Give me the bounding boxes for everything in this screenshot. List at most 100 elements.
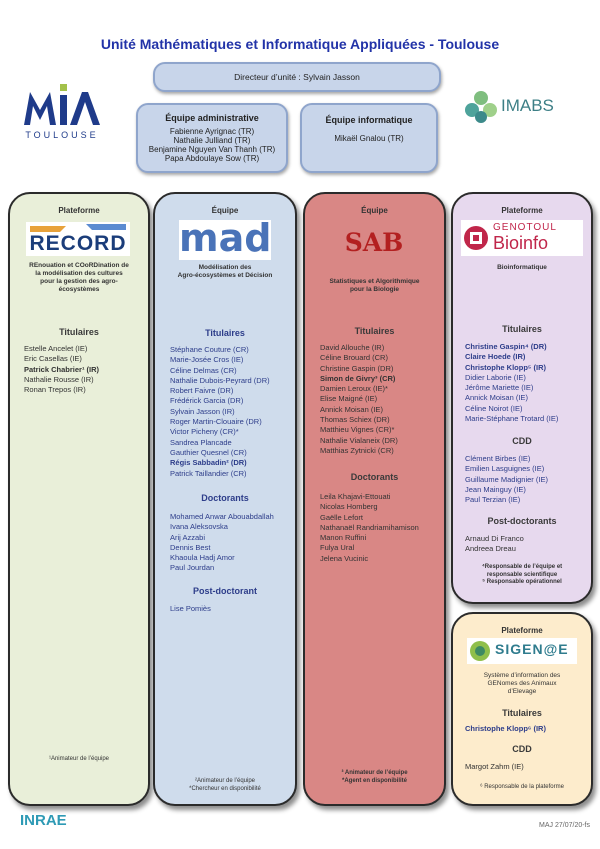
list-item: Jelena Vucinic	[320, 553, 369, 563]
record-logo-text: RECORD	[29, 232, 127, 255]
record-desc-line: pour la gestion des agro-	[40, 278, 118, 285]
mad-footnote-line: *Chercheur en disponibilité	[189, 785, 261, 792]
list-item: Fulya Ural	[320, 543, 355, 553]
genotoul-type: Plateforme	[501, 206, 543, 215]
sab-doctorants-list: Leila Khajavi-Ettouati Nicolas Homberg G…	[320, 492, 419, 564]
list-item: Marie-Stéphane Trotard (IE)	[465, 414, 559, 424]
info-member: Mikaël Gnalou (TR)	[334, 134, 404, 143]
list-item: Marie-Josée Cros (IE)	[170, 355, 244, 365]
mia-logo-graphic	[24, 84, 100, 125]
sab-logo: SAB	[339, 222, 409, 266]
mad-logo-text: mad	[179, 216, 272, 260]
list-item: Arnaud Di Franco	[465, 534, 524, 543]
sab-footnote: ³ Animateur de l’équipe *Agent en dispon…	[305, 770, 444, 785]
list-item: Damien Leroux (IE)*	[320, 384, 388, 394]
page-title: Unité Mathématiques et Informatique Appl…	[100, 36, 500, 52]
equipe-administrative-heading: Équipe administrative	[165, 113, 259, 123]
list-item: Dennis Best	[170, 542, 211, 552]
genotoul-footnote: ⁴Responsable de l’équipe et responsable …	[453, 564, 591, 587]
sigenae-column: Plateforme SIGEN@E Système d’information…	[451, 612, 593, 806]
genotoul-footnote-line: ⁴Responsable de l’équipe et	[481, 564, 563, 570]
record-desc-line: REnouation et COoRDination de	[29, 262, 129, 269]
mad-type: Équipe	[211, 206, 239, 215]
mad-column: Équipe mad Modélisation des Agro-écosyst…	[153, 192, 297, 806]
list-item: Annick Moisan (IE)	[465, 393, 528, 403]
list-item: Christine Gaspin (DR)	[320, 363, 394, 373]
record-footnote: ¹Animateur de l’équipe	[48, 756, 110, 762]
genotoul-logo-icon	[464, 226, 488, 250]
mad-postdoc-heading: Post-doctorant	[193, 586, 257, 596]
genotoul-cdd-list: Clément Birbes (IE) Emilien Lasguignes (…	[465, 454, 548, 505]
genotoul-footnote-line: ⁵ Responsable opérationnel	[482, 579, 562, 585]
sigenae-logo: SIGEN@E	[467, 638, 577, 664]
list-item: Estelle Ancelet (IE)	[24, 344, 88, 353]
sab-type: Équipe	[361, 206, 388, 215]
list-item: Matthias Zytnicki (CR)	[320, 445, 394, 455]
equipe-administrative-box: Équipe administrative Fabienne Ayrignac …	[136, 103, 288, 173]
list-item: Sylvain Jasson (IR)	[170, 406, 235, 416]
directeur-name: : Sylvain Jasson	[298, 72, 360, 82]
mad-doctorants-heading: Doctorants	[201, 493, 249, 503]
list-item: Didier Laborie (IE)	[465, 372, 526, 382]
list-item: Simon de Givry³ (CR)	[320, 373, 396, 383]
mad-titulaires-list: Stéphane Couture (CR) Marie-Josée Cros (…	[170, 345, 270, 479]
list-item: Nathanaël Randriamihamison	[320, 522, 419, 532]
list-item: Andreea Dreau	[465, 544, 516, 554]
record-type: Plateforme	[58, 206, 100, 215]
record-column: Plateforme RECORD REnouation et COoRDina…	[8, 192, 150, 806]
list-item: Eric Casellas (IE)	[24, 354, 82, 364]
list-item: Stéphane Couture (CR)	[170, 345, 249, 354]
list-item: Jean Mainguy (IE)	[465, 484, 526, 494]
genotoul-postdoc-heading: Post-doctorants	[487, 516, 557, 526]
list-item: Nathalie Rousse (IR)	[24, 374, 94, 384]
list-item: Ivana Aleksovska	[170, 522, 228, 532]
list-item: Céline Brouard (CR)	[320, 353, 388, 363]
sigenae-desc-line: d’Elevage	[507, 688, 537, 695]
list-item: Manon Ruffini	[320, 533, 367, 543]
directeur-label: Directeur d’unité	[234, 72, 297, 82]
record-titulaires-list: Estelle Ancelet (IE) Eric Casellas (IE) …	[24, 344, 99, 395]
record-logo-graphic	[30, 224, 126, 232]
sigenae-logo-text: SIGEN@E	[495, 641, 569, 657]
mia-logo: TOULOUSE	[22, 80, 102, 145]
sab-footnote-line: ³ Animateur de l’équipe	[341, 770, 408, 776]
record-desc-line: écosystèmes	[58, 286, 100, 293]
mad-doctorants-list: Mohamed Anwar Abouabdallah Ivana Aleksov…	[170, 512, 274, 574]
admin-member: Papa Abdoulaye Sow (TR)	[164, 154, 260, 163]
list-item: Christine Gaspin⁴ (DR)	[465, 342, 547, 351]
admin-member: Fabienne Ayrignac (TR)	[169, 127, 255, 136]
list-item: Céline Noirot (IE)	[465, 403, 523, 413]
sab-column: Équipe SAB Statistiques et Algorithmique…	[303, 192, 446, 806]
list-item: Margot Zahm (IE)	[465, 762, 524, 771]
imabs-logo-graphic	[465, 91, 497, 123]
sigenae-description: Système d’information des GENomes des An…	[453, 672, 591, 696]
mad-footnote-line: ²Animateur de l’équipe	[194, 778, 256, 784]
genotoul-description: Bioinformatique	[497, 264, 547, 271]
genotoul-column: Plateforme GENOTOUL Bioinfo Bioinformati…	[451, 192, 593, 604]
list-item: Khaoula Hadj Amor	[170, 553, 235, 563]
list-item: Christophe Klopp⁵ (IR)	[465, 362, 547, 372]
list-item: Céline Delmas (CR)	[170, 365, 237, 375]
list-item: Régis Sabbadin² (DR)	[170, 458, 247, 468]
record-desc-line: la modélisation des cultures	[35, 270, 123, 277]
mad-footnote: ²Animateur de l’équipe *Chercheur en dis…	[155, 778, 295, 793]
list-item: Paul Jourdan	[170, 563, 215, 573]
mad-titulaires-heading: Titulaires	[205, 328, 245, 338]
genotoul-titulaires-heading: Titulaires	[502, 324, 542, 334]
sab-doctorants-heading: Doctorants	[350, 472, 399, 482]
genotoul-logo-top: GENOTOUL	[493, 222, 557, 233]
imabs-logo-text: IMABS	[501, 96, 554, 115]
list-item: Mohamed Anwar Abouabdallah	[170, 512, 274, 521]
list-item: Elise Maigné (IE)	[320, 394, 378, 404]
sigenae-titulaires-list: Christophe Klopp⁶ (IR)	[465, 724, 546, 734]
sigenae-titulaires-heading: Titulaires	[502, 708, 542, 718]
list-item: Ronan Trepos (IR)	[24, 385, 86, 395]
admin-member: Benjamine Nguyen Van Thanh (TR)	[148, 145, 276, 154]
sigenae-desc-line: Système d’information des	[483, 672, 561, 679]
list-item: Matthieu Vignes (CR)*	[320, 425, 395, 435]
list-item: Clément Birbes (IE)	[465, 454, 531, 463]
mad-logo: mad	[179, 216, 271, 260]
list-item: Nicolas Homberg	[320, 502, 378, 512]
record-logo: RECORD	[26, 222, 130, 256]
sigenae-cdd-heading: CDD	[512, 744, 532, 754]
